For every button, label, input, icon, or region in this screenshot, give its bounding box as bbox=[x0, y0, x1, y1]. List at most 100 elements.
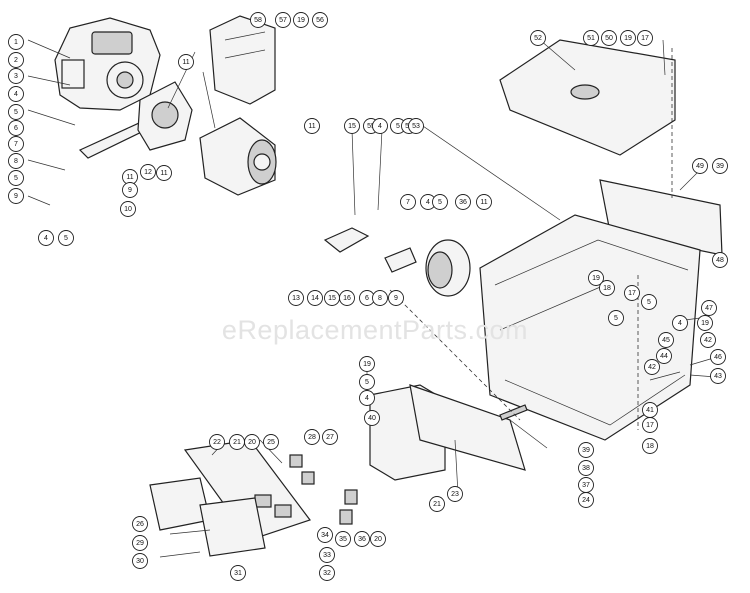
callout-number: 11 bbox=[126, 174, 133, 181]
part-callout: 41 bbox=[642, 402, 658, 418]
callout-circle bbox=[476, 194, 492, 210]
callout-number: 42 bbox=[648, 364, 656, 371]
callout-number: 21 bbox=[433, 501, 441, 508]
callout-circle bbox=[712, 252, 728, 268]
callout-circle bbox=[132, 553, 148, 569]
part-callout: 40 bbox=[364, 410, 380, 426]
callout-circle bbox=[432, 194, 448, 210]
part-callout: 4 bbox=[8, 86, 24, 102]
part-callout: 26 bbox=[132, 516, 148, 532]
callout-number: 42 bbox=[704, 337, 712, 344]
callout-circle bbox=[307, 290, 323, 306]
callout-circle bbox=[372, 118, 388, 134]
callout-number: 17 bbox=[641, 35, 649, 42]
callout-circle bbox=[317, 527, 333, 543]
part-callout: 17 bbox=[642, 417, 658, 433]
callout-number: 18 bbox=[603, 285, 611, 292]
callout-circle bbox=[178, 54, 194, 70]
callout-circle bbox=[132, 535, 148, 551]
part-callout: 5 bbox=[359, 374, 375, 390]
callout-number: 5 bbox=[14, 175, 18, 182]
callout-number: 15 bbox=[328, 295, 336, 302]
callout-circle bbox=[620, 30, 636, 46]
callout-circle bbox=[710, 349, 726, 365]
callout-circle bbox=[275, 12, 291, 28]
callout-number: 17 bbox=[646, 422, 654, 429]
part-callout: 30 bbox=[132, 553, 148, 569]
part-callout: 19 bbox=[620, 30, 636, 46]
rod bbox=[499, 404, 528, 421]
part-callout: 8 bbox=[8, 153, 24, 169]
callout-number: 53 bbox=[412, 123, 420, 130]
part-callout: 11 bbox=[476, 194, 492, 210]
part-callout: 44 bbox=[656, 348, 672, 364]
callout-circle bbox=[608, 310, 624, 326]
part-callout: 9 bbox=[8, 188, 24, 204]
callout-circle bbox=[244, 434, 260, 450]
callout-circle bbox=[578, 442, 594, 458]
part-callout: 3 bbox=[8, 68, 24, 84]
part-callout: 6 bbox=[8, 120, 24, 136]
callout-number: 44 bbox=[660, 353, 668, 360]
part-callout: 25 bbox=[263, 434, 279, 450]
part-callout: 5 bbox=[8, 104, 24, 120]
callout-number: 27 bbox=[326, 434, 334, 441]
part-callout: 52 bbox=[530, 30, 546, 46]
callout-number: 5 bbox=[14, 109, 18, 116]
callout-circle bbox=[335, 531, 351, 547]
part-callout: 21 bbox=[229, 434, 245, 450]
part-callout: 50 bbox=[601, 30, 617, 46]
callout-circle bbox=[372, 290, 388, 306]
callout-circle bbox=[322, 429, 338, 445]
part-callout: 48 bbox=[712, 252, 728, 268]
part-callout: 24 bbox=[578, 492, 594, 508]
callout-number: 7 bbox=[406, 199, 410, 206]
callout-number: 41 bbox=[646, 407, 654, 414]
part-callout: 17 bbox=[624, 285, 640, 301]
part-callout: 11 bbox=[156, 165, 172, 181]
callout-circle bbox=[263, 434, 279, 450]
part-callout: 33 bbox=[319, 547, 335, 563]
part-callout: 4 bbox=[372, 118, 388, 134]
callout-number: 4 bbox=[14, 91, 18, 98]
callout-number: 4 bbox=[44, 235, 48, 242]
callout-number: 5 bbox=[64, 235, 68, 242]
part-callout: 7 bbox=[400, 194, 416, 210]
callout-circle bbox=[359, 374, 375, 390]
callout-number: 14 bbox=[311, 295, 319, 302]
part-callout: 22 bbox=[209, 434, 225, 450]
callout-number: 23 bbox=[451, 491, 459, 498]
callout-circle bbox=[8, 136, 24, 152]
rear-bracket-2 bbox=[384, 247, 417, 273]
part-callout: 21 bbox=[429, 496, 445, 512]
alternator bbox=[199, 117, 277, 196]
part-callout: 42 bbox=[700, 332, 716, 348]
callout-circle bbox=[359, 390, 375, 406]
callout-circle bbox=[58, 230, 74, 246]
callout-circle bbox=[344, 118, 360, 134]
callout-number: 31 bbox=[234, 570, 242, 577]
rear-bracket bbox=[323, 227, 370, 253]
part-callout: 5 bbox=[8, 170, 24, 186]
callout-circle bbox=[250, 12, 266, 28]
callout-number: 48 bbox=[716, 257, 724, 264]
callout-number: 9 bbox=[394, 295, 398, 302]
callout-circle bbox=[8, 170, 24, 186]
callout-number: 21 bbox=[233, 439, 241, 446]
part-callout: 11 bbox=[178, 54, 194, 70]
callout-circle bbox=[710, 368, 726, 384]
callout-number: 5 bbox=[365, 379, 369, 386]
callout-circle bbox=[370, 531, 386, 547]
callout-circle bbox=[288, 290, 304, 306]
callout-number: 10 bbox=[124, 206, 132, 213]
callout-circle bbox=[8, 34, 24, 50]
part-callout: 19 bbox=[588, 270, 604, 286]
part-callout: 56 bbox=[312, 12, 328, 28]
callout-number: 26 bbox=[136, 521, 144, 528]
frame bbox=[479, 214, 701, 441]
part-callout: 38 bbox=[578, 460, 594, 476]
part-callout: 19 bbox=[697, 315, 713, 331]
callout-number: 33 bbox=[323, 552, 331, 559]
